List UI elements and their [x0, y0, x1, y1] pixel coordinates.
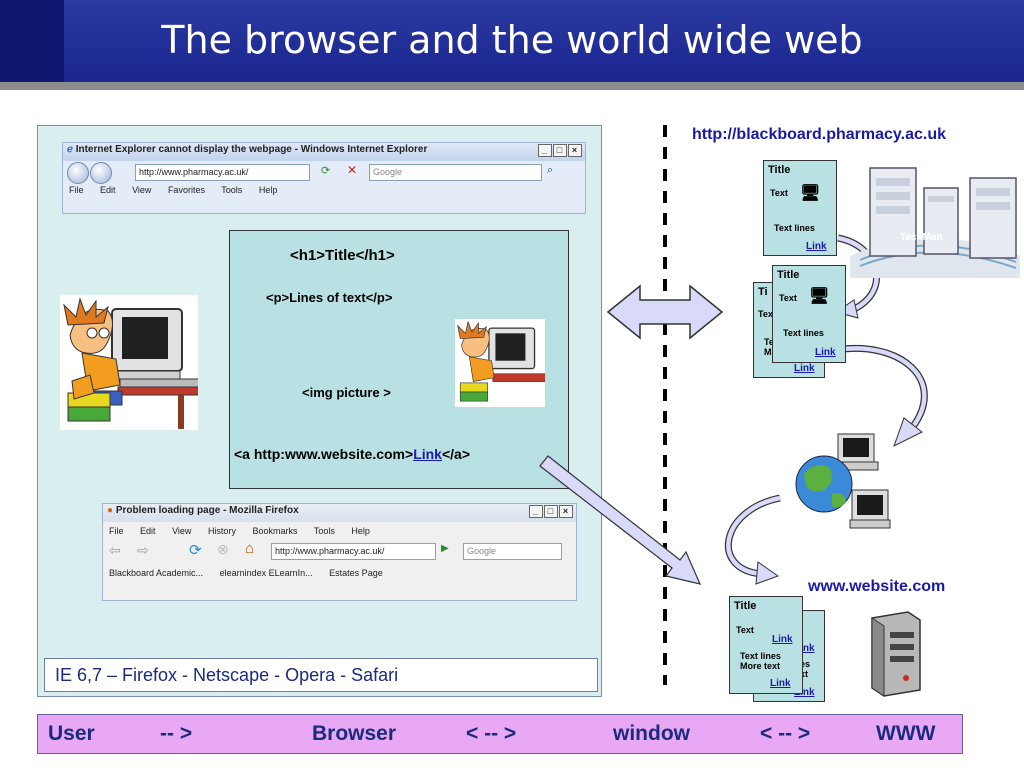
- ff-bookmarks-bar: Blackboard Academic... elearnindex ELear…: [103, 564, 576, 580]
- bookmark-blackboard[interactable]: Blackboard Academic...: [109, 568, 204, 578]
- network-globe-image: [790, 430, 900, 540]
- minimize-button[interactable]: _: [538, 144, 552, 157]
- code-anchor-close: </a>: [441, 446, 470, 462]
- search-icon[interactable]: ⌕: [547, 164, 554, 176]
- ff-minimize-button[interactable]: _: [529, 505, 543, 518]
- ff-reload-icon[interactable]: ⟳: [189, 542, 202, 559]
- flow-arrow-1: -- >: [160, 722, 193, 745]
- ff-close-button[interactable]: ×: [559, 505, 573, 518]
- firefox-window-title: Problem loading page - Mozilla Firefox: [115, 505, 299, 516]
- flow-arrow-2: < -- >: [466, 722, 517, 745]
- code-anchor: <a http:www.website.com>Link</a>: [234, 446, 470, 462]
- flow-www: WWW: [876, 722, 936, 745]
- small-user-clipart: [455, 319, 548, 407]
- ie-menubar: File Edit View Favorites Tools Help: [63, 183, 585, 197]
- flow-window: window: [613, 722, 690, 745]
- back-button[interactable]: [67, 162, 89, 184]
- doc-link[interactable]: Link: [815, 347, 836, 358]
- website-url[interactable]: www.website.com: [808, 578, 946, 595]
- ie-window-title: Internet Explorer cannot display the web…: [75, 144, 428, 155]
- computer-icon: 🖥: [800, 185, 821, 202]
- page-title: The browser and the world wide web: [161, 18, 863, 62]
- ff-search-input[interactable]: Google: [463, 543, 562, 560]
- ff-address-input[interactable]: http://www.pharmacy.ac.uk/: [271, 543, 436, 560]
- firefox-window: ● Problem loading page - Mozilla Firefox…: [102, 503, 577, 601]
- doc-link[interactable]: Link: [770, 678, 791, 689]
- ff-forward-icon[interactable]: ⇨: [137, 542, 149, 558]
- maximize-button[interactable]: □: [553, 144, 567, 157]
- ie-address-input[interactable]: http://www.pharmacy.ac.uk/: [135, 164, 310, 181]
- menu-help[interactable]: Help: [258, 185, 278, 195]
- web-doc-page-front: Title Text Link Text lines More text Lin…: [729, 596, 803, 694]
- firefox-menubar: File Edit View History Bookmarks Tools H…: [103, 522, 576, 538]
- computer-icon: 🖥: [809, 288, 830, 305]
- curved-arrowhead-3: [755, 561, 780, 585]
- ff-menu-file[interactable]: File: [109, 526, 124, 536]
- doc-link[interactable]: Link: [794, 643, 815, 654]
- link-arrow: [539, 455, 702, 585]
- server-watermark: TechMan: [900, 232, 943, 243]
- ff-stop-icon[interactable]: ⊗: [217, 541, 229, 557]
- firefox-logo-icon: ●: [107, 505, 114, 516]
- code-anchor-open: <a http:www.website.com>: [234, 446, 414, 462]
- flow-browser: Browser: [312, 722, 397, 745]
- html-code-box: <h1>Title</h1> <p>Lines of text</p> <img…: [229, 230, 569, 489]
- server-rack-image: TechMan: [840, 160, 1024, 280]
- double-arrow: [606, 284, 724, 340]
- doc-link[interactable]: Link: [772, 634, 793, 645]
- doc-link[interactable]: Link: [794, 687, 815, 698]
- ff-go-icon[interactable]: ▶: [441, 543, 449, 554]
- menu-edit[interactable]: Edit: [100, 185, 116, 195]
- curved-arrowhead-2: [893, 417, 923, 448]
- blackboard-url[interactable]: http://blackboard.pharmacy.ac.uk: [692, 126, 946, 143]
- doc-link[interactable]: Link: [806, 241, 827, 252]
- flow-arrow-3: < -- >: [760, 722, 811, 745]
- firefox-titlebar: ● Problem loading page - Mozilla Firefox…: [103, 504, 576, 522]
- curved-arrow-2: [835, 345, 928, 431]
- ie-window: ℯ Internet Explorer cannot display the w…: [62, 142, 586, 214]
- ff-menu-edit[interactable]: Edit: [140, 526, 156, 536]
- ie-titlebar: ℯ Internet Explorer cannot display the w…: [63, 143, 585, 161]
- ff-menu-history[interactable]: History: [207, 526, 236, 536]
- ff-maximize-button[interactable]: □: [544, 505, 558, 518]
- code-h1: <h1>Title</h1>: [290, 247, 395, 264]
- browser-list-caption: IE 6,7 – Firefox - Netscape - Opera - Sa…: [44, 658, 598, 692]
- menu-file[interactable]: File: [69, 185, 84, 195]
- bookmark-estates[interactable]: Estates Page: [329, 568, 383, 578]
- doc-page-top: Title Text 🖥 Text lines Link: [763, 160, 837, 256]
- stop-icon[interactable]: ✕: [347, 163, 358, 177]
- ie-logo-icon: ℯ: [67, 144, 73, 155]
- title-divider: [0, 82, 1024, 90]
- code-img: <img picture >: [302, 385, 391, 400]
- code-p: <p>Lines of text</p>: [266, 290, 393, 305]
- ff-back-icon[interactable]: ⇦: [109, 542, 121, 558]
- title-bar: [0, 0, 1024, 82]
- ff-menu-help[interactable]: Help: [351, 526, 370, 536]
- refresh-icon[interactable]: ⟳: [321, 165, 331, 177]
- bookmark-elearnindex[interactable]: elearnindex ELearnIn...: [219, 568, 313, 578]
- tower-server-image: [862, 608, 926, 698]
- ff-menu-bookmarks[interactable]: Bookmarks: [252, 526, 298, 536]
- ff-menu-tools[interactable]: Tools: [313, 526, 335, 536]
- menu-tools[interactable]: Tools: [221, 185, 243, 195]
- network-divider: [663, 125, 667, 685]
- flow-bar: User -- > Browser < -- > window < -- > W…: [37, 714, 963, 754]
- close-button[interactable]: ×: [568, 144, 582, 157]
- forward-button[interactable]: [90, 162, 112, 184]
- doc-link[interactable]: Link: [794, 363, 815, 374]
- flow-user: User: [48, 722, 95, 745]
- user-clipart: [60, 295, 203, 430]
- doc-page-front: Title Text 🖥 Text lines Link: [772, 265, 846, 363]
- ie-search-input[interactable]: Google: [369, 164, 542, 181]
- menu-favorites[interactable]: Favorites: [167, 185, 205, 195]
- code-anchor-link[interactable]: Link: [413, 446, 442, 462]
- home-icon[interactable]: ⌂: [245, 540, 255, 557]
- ff-menu-view[interactable]: View: [172, 526, 192, 536]
- menu-view[interactable]: View: [132, 185, 152, 195]
